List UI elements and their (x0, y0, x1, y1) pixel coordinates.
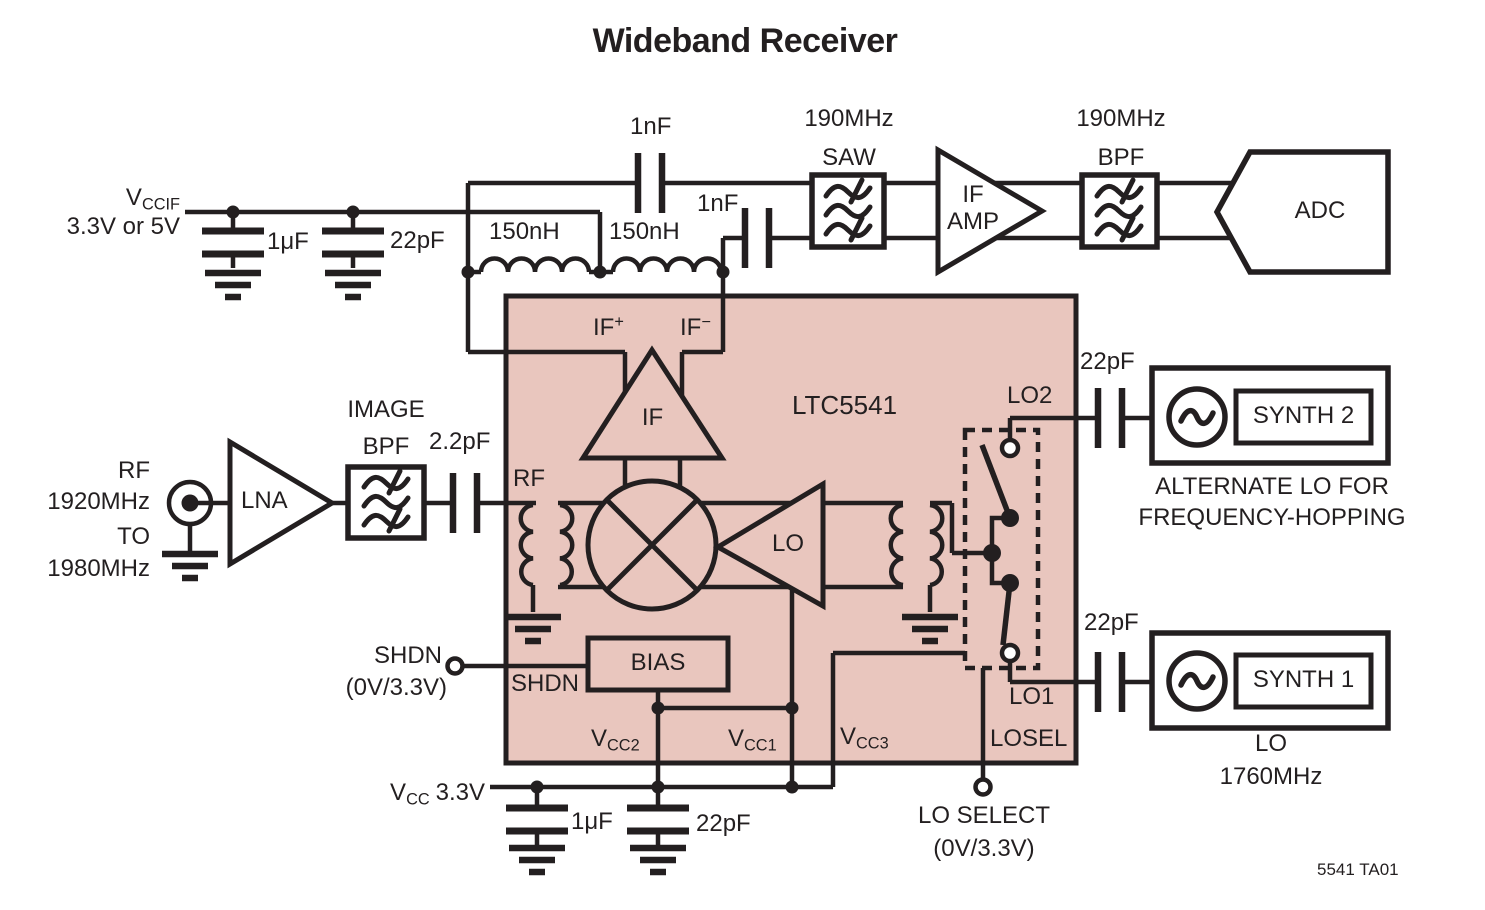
inductor-150nh-2 (613, 259, 721, 273)
cap-1uf-vccif (202, 231, 264, 254)
synth2-box (1149, 365, 1391, 466)
rf-input-label-line2: 1920MHz (47, 488, 150, 515)
if-amp-label-line2: AMP (946, 208, 999, 235)
cap-22pf-vccif (322, 231, 384, 254)
cap-22pf-lo1 (1098, 652, 1122, 712)
page-title: Wideband Receiver (592, 22, 898, 60)
chip-name-label: LTC5541 (792, 390, 898, 420)
pin-lo1-label: LO1 (1009, 683, 1055, 710)
cap-1nf-bottom-label: 1nF (697, 190, 739, 217)
lo-switch-arms (979, 444, 1013, 646)
pin-vcc2-label: VCC2 (591, 725, 640, 755)
vccif-voltage-label: 3.3V or 5V (66, 213, 180, 240)
bpf-freq-label: 190MHz (1076, 105, 1166, 132)
cap-1nf-top (638, 153, 662, 213)
synth1-box (1149, 630, 1391, 731)
shdn-control-label: SHDN (373, 642, 442, 669)
synth2-label: SYNTH 2 (1252, 402, 1355, 429)
lo-amp-triangle (713, 479, 826, 611)
cap-1uf-vcc-label: 1μF (571, 808, 613, 835)
rf-connector-center-dot (181, 494, 199, 512)
switch-contact-lo2 (999, 437, 1021, 459)
image-bpf-box (345, 464, 427, 541)
if-amp-label-line1: IF (962, 181, 984, 208)
mixer-icon (585, 478, 719, 612)
ground-icon (162, 554, 218, 578)
lna-triangle (227, 437, 337, 569)
cap-1nf-bottom (745, 208, 769, 268)
pin-vcc1-label: VCC1 (728, 725, 777, 755)
ground-icon (325, 273, 381, 297)
image-bpf-label-line2: BPF (362, 433, 410, 460)
adc-label: ADC (1294, 197, 1346, 224)
cap-22pf-lo2 (1098, 388, 1122, 448)
if-amp-internal-label: IF (641, 404, 664, 431)
inductor2-label: 150nH (609, 218, 680, 245)
adc-block (1213, 149, 1391, 275)
inductor-150nh-1 (481, 259, 589, 273)
rf-input-label-line1: RF (118, 457, 150, 484)
pin-vcc3-label: VCC3 (840, 723, 889, 753)
synth1-label: SYNTH 1 (1252, 666, 1355, 693)
cap-22pf-lo1-label: 22pF (1084, 609, 1139, 636)
if-amp-ext-triangle (935, 145, 1047, 277)
ground-icon (630, 848, 686, 872)
lo-freq-label-line1: LO (1254, 730, 1287, 757)
pin-shdn-label: SHDN (511, 670, 580, 697)
cap-1nf-top-label: 1nF (630, 113, 672, 140)
lo-freq-label-line2: 1760MHz (1219, 763, 1323, 790)
lo-switch-dashed-box (962, 427, 1041, 671)
pin-rf-label: RF (513, 465, 545, 492)
junction-dots (181, 205, 1019, 794)
ground-icon (205, 273, 261, 297)
image-bpf-label-line1: IMAGE (347, 396, 425, 423)
rf-input-label-line3: TO (117, 523, 150, 550)
saw-name-label: SAW (822, 144, 876, 171)
cap-2p2pf-label: 2.2pF (429, 428, 491, 455)
alt-lo-label-line2: FREQUENCY-HOPPING (1138, 504, 1406, 531)
shdn-terminal (445, 656, 465, 676)
cap-22pf-vcc (627, 808, 689, 831)
bpf-name-label: BPF (1097, 144, 1145, 171)
cap-2p2pf (453, 473, 477, 533)
switch-contact-lo1 (999, 642, 1021, 664)
losel-terminal (973, 777, 993, 797)
cap-1uf-vcc (506, 808, 568, 831)
pin-if-minus-label: IF− (680, 313, 711, 342)
figure-caption: 5541 TA01 (1317, 860, 1399, 879)
lo-amp-internal-label: LO (772, 530, 805, 557)
lo-select-label-line2: (0V/3.3V) (933, 835, 1035, 862)
vccif-rail-label: VCCIF (125, 184, 180, 214)
rf-input-label-line4: 1980MHz (47, 555, 150, 582)
ground-icon (509, 848, 565, 872)
alt-lo-label-line1: ALTERNATE LO FOR (1155, 473, 1389, 500)
cap-22pf-lo2-label: 22pF (1080, 348, 1135, 375)
bias-box (585, 635, 731, 693)
cap-22pf-if-label: 22pF (390, 227, 445, 254)
bias-label: BIAS (630, 649, 686, 676)
terminals (445, 437, 1021, 797)
bpf-filter-box (1079, 172, 1160, 250)
components (162, 145, 1391, 872)
lo-select-label-line1: LO SELECT (917, 802, 1051, 829)
lna-label: LNA (241, 487, 288, 514)
pin-lo2-label: LO2 (1007, 382, 1053, 409)
pin-if-plus-label: IF+ (593, 313, 624, 342)
saw-freq-label: 190MHz (804, 105, 894, 132)
shdn-levels-label: (0V/3.3V) (345, 674, 447, 701)
pin-losel-label: LOSEL (990, 725, 1068, 752)
inductor1-label: 150nH (489, 218, 560, 245)
saw-filter-box (809, 172, 887, 250)
if-amp-triangle (578, 345, 727, 461)
cap-22pf-vcc-label: 22pF (696, 810, 751, 837)
cap-1uf-if-label: 1μF (267, 228, 309, 255)
